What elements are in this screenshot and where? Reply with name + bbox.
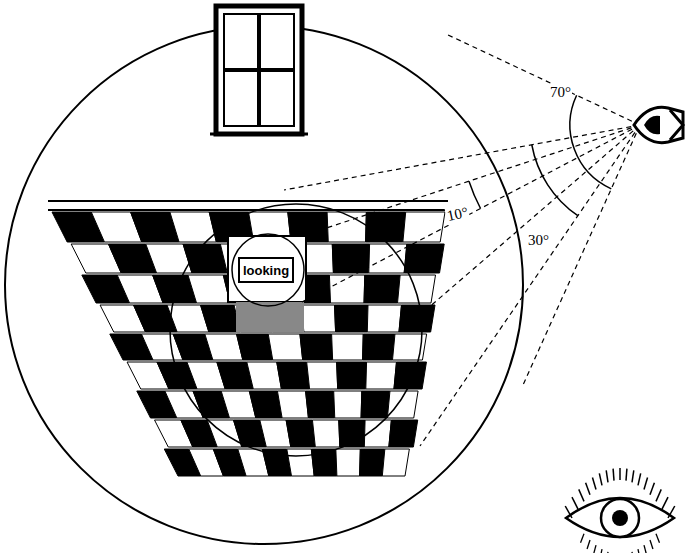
book-title-label: looking — [238, 257, 294, 283]
sight-lines — [284, 34, 640, 446]
book-title: looking — [243, 263, 289, 278]
angle-label: 10° — [445, 204, 471, 225]
window — [210, 6, 308, 134]
angle-label: 70° — [549, 84, 572, 101]
focus-circle — [232, 234, 304, 306]
eye-icon — [565, 468, 675, 553]
checkerboard-floor — [48, 201, 448, 476]
central-field-circle — [170, 204, 422, 456]
viewer-eye — [634, 107, 683, 142]
angle-label: 30° — [527, 232, 550, 249]
angle-arcs — [469, 95, 611, 215]
